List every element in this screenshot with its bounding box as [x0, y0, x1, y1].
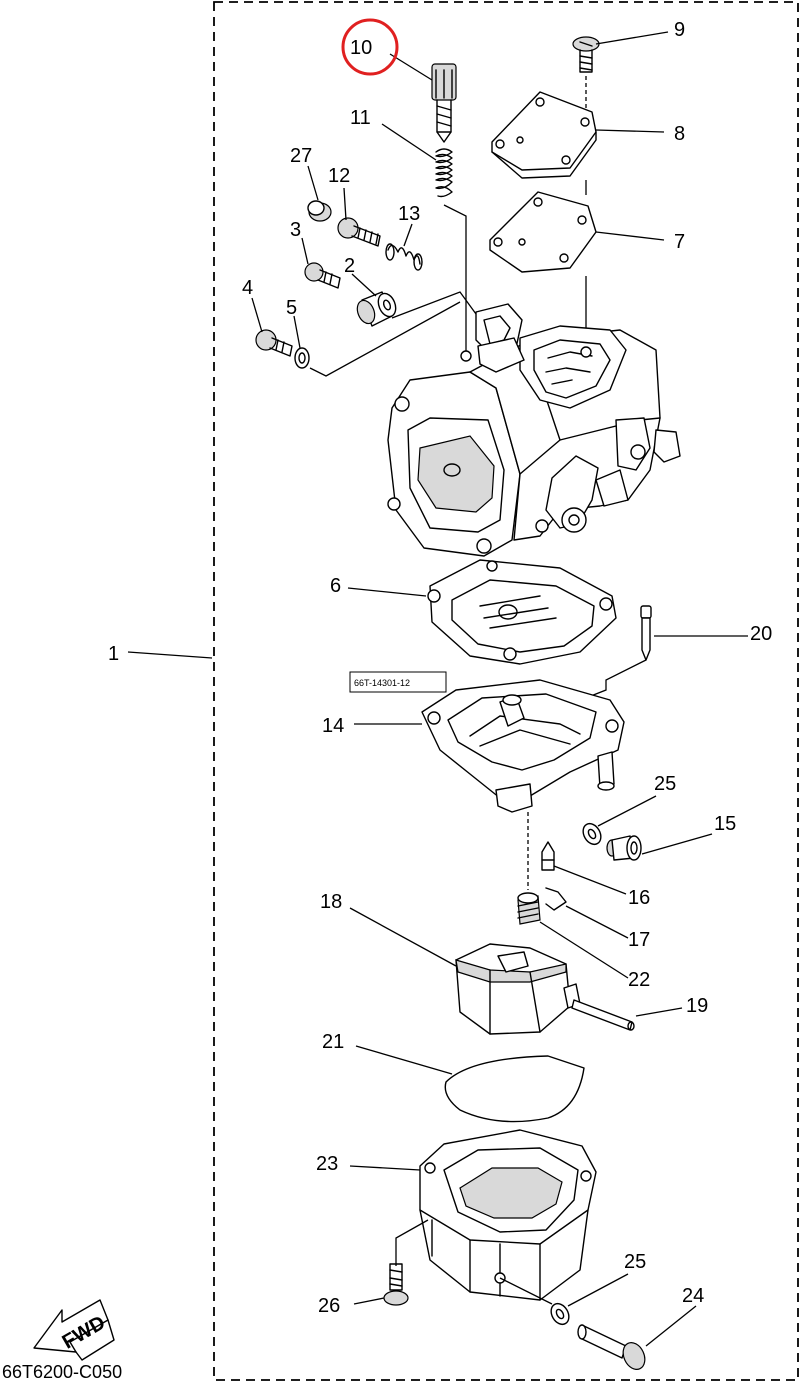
callout-15[interactable]: 15 [714, 813, 736, 835]
part-17-clip[interactable] [545, 887, 567, 911]
callout-10[interactable]: 10 [350, 37, 372, 59]
part-16-needle[interactable] [541, 841, 555, 871]
callout-6[interactable]: 6 [330, 575, 341, 597]
part-19-pin[interactable] [571, 999, 635, 1031]
part-26-drain-screw[interactable] [383, 1263, 409, 1306]
highlight-circle-part-10 [341, 18, 399, 76]
part-18-float[interactable] [455, 943, 581, 1035]
callout-27[interactable]: 27 [290, 145, 312, 167]
part-21-gasket[interactable] [444, 1055, 585, 1123]
callout-3[interactable]: 3 [290, 219, 301, 241]
callout-labels: 1 2 3 4 5 6 7 8 9 10 11 12 13 14 15 16 1… [108, 19, 772, 1317]
callout-7[interactable]: 7 [674, 231, 685, 253]
part-27-cap[interactable] [307, 200, 332, 222]
callout-20[interactable]: 20 [750, 623, 772, 645]
part-6-gasket[interactable] [427, 559, 617, 665]
part-13-spring[interactable] [385, 243, 423, 271]
callout-leaders [127, 31, 748, 1347]
part-25-washer-upper[interactable] [580, 820, 605, 847]
callout-18[interactable]: 18 [320, 891, 342, 913]
part-12-throttle-stop-screw[interactable] [337, 217, 381, 247]
callout-23[interactable]: 23 [316, 1153, 338, 1175]
callout-12[interactable]: 12 [328, 165, 350, 187]
callout-14[interactable]: 14 [322, 715, 344, 737]
part-2-collar[interactable] [354, 291, 477, 327]
callout-1[interactable]: 1 [108, 643, 119, 665]
part-15-plug-screw[interactable] [606, 835, 642, 861]
part-25-washer-lower[interactable] [499, 1277, 572, 1328]
part-number-text: 66T-14301-12 [354, 678, 410, 688]
callout-26[interactable]: 26 [318, 1295, 340, 1317]
fwd-arrow: FWD [33, 1299, 115, 1361]
callout-25-upper[interactable]: 25 [654, 773, 676, 795]
part-14-float-chamber-cover[interactable] [421, 679, 625, 813]
callout-5[interactable]: 5 [286, 297, 297, 319]
callout-4[interactable]: 4 [242, 277, 253, 299]
callout-16[interactable]: 16 [628, 887, 650, 909]
part-9-screw[interactable] [572, 36, 600, 122]
assembly-boundary-frame [213, 1, 799, 1381]
callout-8[interactable]: 8 [674, 123, 685, 145]
part-23-float-bowl[interactable] [395, 1129, 597, 1301]
callout-25-lower[interactable]: 25 [624, 1251, 646, 1273]
part-22-main-jet[interactable] [517, 892, 541, 925]
part-number-box: 66T-14301-12 [349, 671, 447, 693]
part-5-washer[interactable] [294, 301, 461, 377]
callout-11[interactable]: 11 [350, 107, 371, 129]
part-24-drain-screw[interactable] [577, 1324, 649, 1373]
carburetor-body[interactable] [387, 303, 681, 557]
part-11-spring[interactable] [435, 148, 467, 352]
callout-17[interactable]: 17 [628, 929, 650, 951]
part-8-cover-plate[interactable] [491, 91, 597, 179]
callout-22[interactable]: 22 [628, 969, 650, 991]
callout-21[interactable]: 21 [322, 1031, 344, 1053]
part-7-gasket[interactable] [489, 180, 597, 350]
part-10-pilot-screw[interactable] [431, 63, 457, 143]
part-4-screw[interactable] [255, 329, 293, 357]
part-3-screw[interactable] [304, 262, 341, 289]
callout-13[interactable]: 13 [398, 203, 420, 225]
callout-2[interactable]: 2 [344, 255, 355, 277]
drawing-code: 66T6200-C050 [2, 1362, 122, 1382]
callout-19[interactable]: 19 [686, 995, 708, 1017]
callout-24[interactable]: 24 [682, 1285, 704, 1307]
callout-9[interactable]: 9 [674, 19, 685, 41]
